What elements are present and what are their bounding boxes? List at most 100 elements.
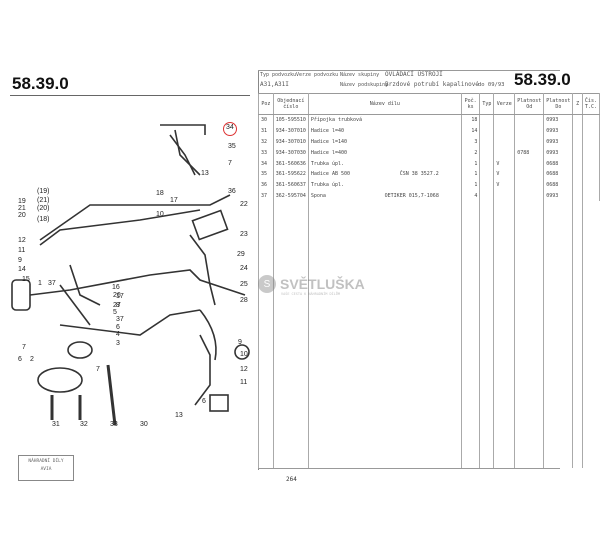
callout-label: 33: [110, 421, 118, 428]
cell: 31: [258, 125, 274, 137]
cell: Hadice l=140: [307, 136, 462, 148]
cell: [581, 136, 600, 148]
divider: [258, 468, 560, 469]
cell: Trubka úpl.: [307, 179, 462, 191]
column-header: Typ: [479, 93, 495, 115]
cell: V: [493, 158, 516, 169]
cell: [572, 147, 583, 159]
callout-label: 6: [116, 324, 120, 331]
skupina-label: Název skupiny: [340, 72, 380, 78]
typ-value: A31,A31I: [260, 81, 289, 88]
callout-label: 7: [22, 344, 26, 351]
column-line: [543, 201, 544, 468]
callout-label: 15: [22, 276, 30, 283]
cell: 14: [460, 125, 481, 137]
callout-label: 11: [18, 247, 26, 254]
cell: [514, 114, 545, 126]
callout-label: 20: [18, 212, 26, 219]
cell: 3: [460, 136, 481, 148]
callout-label: 31: [52, 421, 60, 428]
cell: 0688: [543, 168, 574, 180]
cell: [514, 136, 545, 148]
watermark: S SVĚTLUŠKA VAŠE CESTA K NÁHRADNÍM DÍLŮM: [258, 275, 365, 296]
cell: 37: [258, 190, 274, 202]
cell: Hadice l=40: [307, 125, 462, 137]
left-section-number: 58.39.0: [12, 74, 69, 93]
callout-label: 10: [240, 351, 248, 358]
column-header: Z: [572, 93, 583, 115]
cell: [572, 114, 583, 126]
callout-label: 12: [18, 237, 26, 244]
cell: 934-307010: [272, 136, 309, 148]
callout-label: 32: [80, 421, 88, 428]
cell: [581, 158, 600, 169]
callout-label: (20): [37, 205, 50, 212]
callout-label: 37: [48, 280, 56, 287]
cell: V: [493, 168, 516, 180]
column-line: [461, 201, 462, 468]
callout-label: 9: [238, 339, 242, 346]
cell: 934-307010: [272, 125, 309, 137]
cell: [581, 114, 600, 126]
cell: [572, 136, 583, 148]
cell: [514, 190, 545, 202]
platnost: do 09/93: [478, 82, 505, 88]
cell: Trubka úpl.: [307, 158, 462, 169]
cell: [514, 179, 545, 191]
watermark-tagline: VAŠE CESTA K NÁHRADNÍM DÍLŮM: [281, 292, 341, 296]
cell: [514, 158, 545, 169]
cell: [493, 114, 516, 126]
callout-label: 21: [18, 205, 26, 212]
callout-label: 13: [201, 170, 209, 177]
callout-label: 11: [240, 379, 248, 386]
cell: [493, 190, 516, 202]
callout-label: (21): [37, 197, 50, 204]
cell: Hadice l=400: [307, 147, 462, 159]
callout-label: 18: [156, 190, 164, 197]
cell: 362-595704: [272, 190, 309, 202]
watermark-name: SVĚTLUŠKA: [280, 276, 365, 292]
part-name: Hadice l=40: [310, 128, 344, 135]
callout-label: 13: [175, 412, 183, 419]
part-name: Spona: [310, 192, 326, 199]
callout-label: 17: [170, 197, 178, 204]
cell: 0993: [543, 114, 574, 126]
cell: [479, 190, 495, 202]
callout-label: 37: [116, 316, 124, 323]
cell: [493, 147, 516, 159]
stamp-line: NÁHRADNÍ DÍLY: [28, 459, 64, 464]
cell: [479, 168, 495, 180]
cell: 0993: [543, 190, 574, 202]
column-header: Čís. T.C.: [581, 93, 600, 115]
column-line: [258, 201, 259, 468]
callout-label: 14: [18, 266, 26, 273]
page-number: 264: [286, 476, 297, 483]
skupina-value: OVLÁDACÍ ÚSTROJÍ: [385, 71, 443, 78]
cell: [581, 125, 600, 137]
callout-label: 3: [116, 340, 120, 347]
cell: [493, 136, 516, 148]
column-line: [493, 201, 494, 468]
column-header: Platnost Do: [543, 93, 574, 115]
column-header: Objednací číslo: [272, 93, 309, 115]
watermark-logo: S: [258, 275, 276, 293]
callout-label: 2: [30, 356, 34, 363]
column-line: [308, 201, 309, 468]
cell: 36: [258, 179, 274, 191]
right-section-number: 58.39.0: [514, 70, 571, 89]
cell: 4: [460, 190, 481, 202]
callout-label: 7: [96, 366, 100, 373]
callout-label: 24: [240, 265, 248, 272]
cell: [493, 125, 516, 137]
cell: 0688: [543, 158, 574, 169]
cell: [479, 114, 495, 126]
callout-label: 6: [18, 356, 22, 363]
callout-label: (19): [37, 188, 50, 195]
callout-label: 8: [116, 302, 120, 309]
